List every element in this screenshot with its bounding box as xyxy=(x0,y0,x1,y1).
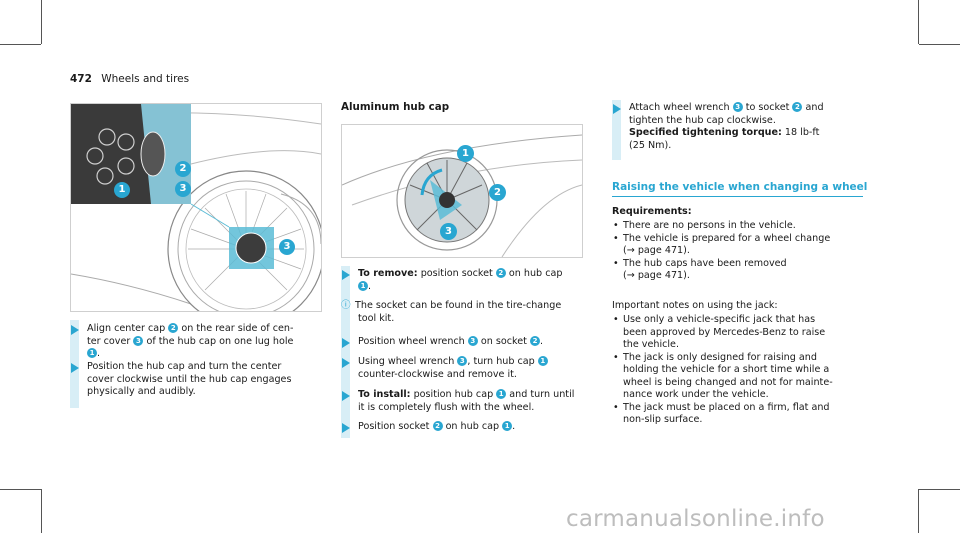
callout-2: 2 xyxy=(489,184,506,201)
step-arrow-icon xyxy=(342,423,350,433)
callout-2: 2 xyxy=(175,161,191,177)
notes-title: Important notes on using the jack: xyxy=(612,300,778,311)
crop-mark xyxy=(919,489,960,490)
list-item: The jack must be placed on a firm, flat … xyxy=(612,402,862,427)
step-arrow-icon xyxy=(342,338,350,348)
step-position-wrench: Position wheel wrench 3 on socket 2. xyxy=(358,336,544,347)
callout-3: 3 xyxy=(440,223,457,240)
wheel-illustration xyxy=(71,104,321,311)
step-using-wrench: Using wheel wrench 3, turn hub cap 1 cou… xyxy=(358,356,583,381)
callout-3: 3 xyxy=(175,181,191,197)
ref-1: 1 xyxy=(358,280,368,291)
crop-mark xyxy=(41,0,42,44)
crop-mark xyxy=(918,0,919,44)
callout-1: 1 xyxy=(457,145,474,162)
ref-3: 3 xyxy=(457,356,468,366)
list-item: The hub caps have been removed(→ page 47… xyxy=(612,258,862,283)
watermark: carmanualsonline.info xyxy=(566,506,825,532)
ref-2: 2 xyxy=(168,323,179,333)
step-attach-wrench: Attach wheel wrench 3 to socket 2 and ti… xyxy=(629,102,824,151)
step-position-socket: Position socket 2 on hub cap 1. xyxy=(358,421,516,432)
figure-aluminum-hub-cap: 1 2 3 xyxy=(341,124,583,258)
step-remove: To remove: position socket 2 on hub cap … xyxy=(358,268,563,292)
notes-list: Use only a vehicle-specific jack that ha… xyxy=(612,314,862,427)
step-arrow-icon xyxy=(613,104,621,114)
ref-1: 1 xyxy=(87,348,97,358)
crop-mark xyxy=(41,489,42,533)
callout-1: 1 xyxy=(114,182,130,198)
crop-mark xyxy=(0,489,41,490)
crop-mark xyxy=(0,44,41,45)
ref-1: 1 xyxy=(502,421,513,431)
figure-wheel-center-cap: 2 3 1 3 xyxy=(70,103,322,312)
hubcap-illustration xyxy=(342,134,582,257)
callout-3: 3 xyxy=(279,239,295,255)
list-item: There are no persons in the vehicle. xyxy=(612,220,862,233)
step-arrow-icon xyxy=(71,363,79,373)
info-icon: ⓘ xyxy=(341,300,351,311)
list-item: Use only a vehicle-specific jack that ha… xyxy=(612,314,862,352)
ref-3: 3 xyxy=(467,336,478,346)
heading-aluminum-hub-cap: Aluminum hub cap xyxy=(341,101,450,113)
crop-mark xyxy=(918,489,919,533)
step-arrow-icon xyxy=(71,325,79,335)
section-name: Wheels and tires xyxy=(101,73,190,85)
ref-1: 1 xyxy=(496,389,507,399)
list-item: The vehicle is prepared for a wheel chan… xyxy=(612,233,862,258)
step-arrow-icon xyxy=(342,270,350,280)
section-underline xyxy=(612,196,863,197)
ref-3: 3 xyxy=(732,102,743,112)
step-bar xyxy=(341,266,350,438)
page-header: 472 Wheels and tires xyxy=(70,73,189,85)
step-arrow-icon xyxy=(342,358,350,368)
step-arrow-icon xyxy=(342,391,350,401)
ref-3: 3 xyxy=(133,335,144,346)
ref-2: 2 xyxy=(792,102,803,112)
section-title: Raising the vehicle when changing a whee… xyxy=(612,181,868,193)
ref-1: 1 xyxy=(537,356,548,366)
step-turn-cap: Position the hub cap and turn the center… xyxy=(87,361,292,397)
crop-mark xyxy=(919,44,960,45)
list-item: The jack is only designed for raising an… xyxy=(612,352,862,402)
ref-2: 2 xyxy=(432,421,443,431)
step-align-cap: Align center cap 2 on the rear side of c… xyxy=(87,323,294,359)
step-bar xyxy=(612,100,621,160)
requirements-list: There are no persons in the vehicle. The… xyxy=(612,220,862,283)
ref-2: 2 xyxy=(530,336,540,346)
page-number: 472 xyxy=(70,73,92,85)
step-install: To install: position hub cap 1 and turn … xyxy=(358,389,575,413)
ref-2: 2 xyxy=(495,268,506,278)
requirements-title: Requirements: xyxy=(612,206,692,217)
